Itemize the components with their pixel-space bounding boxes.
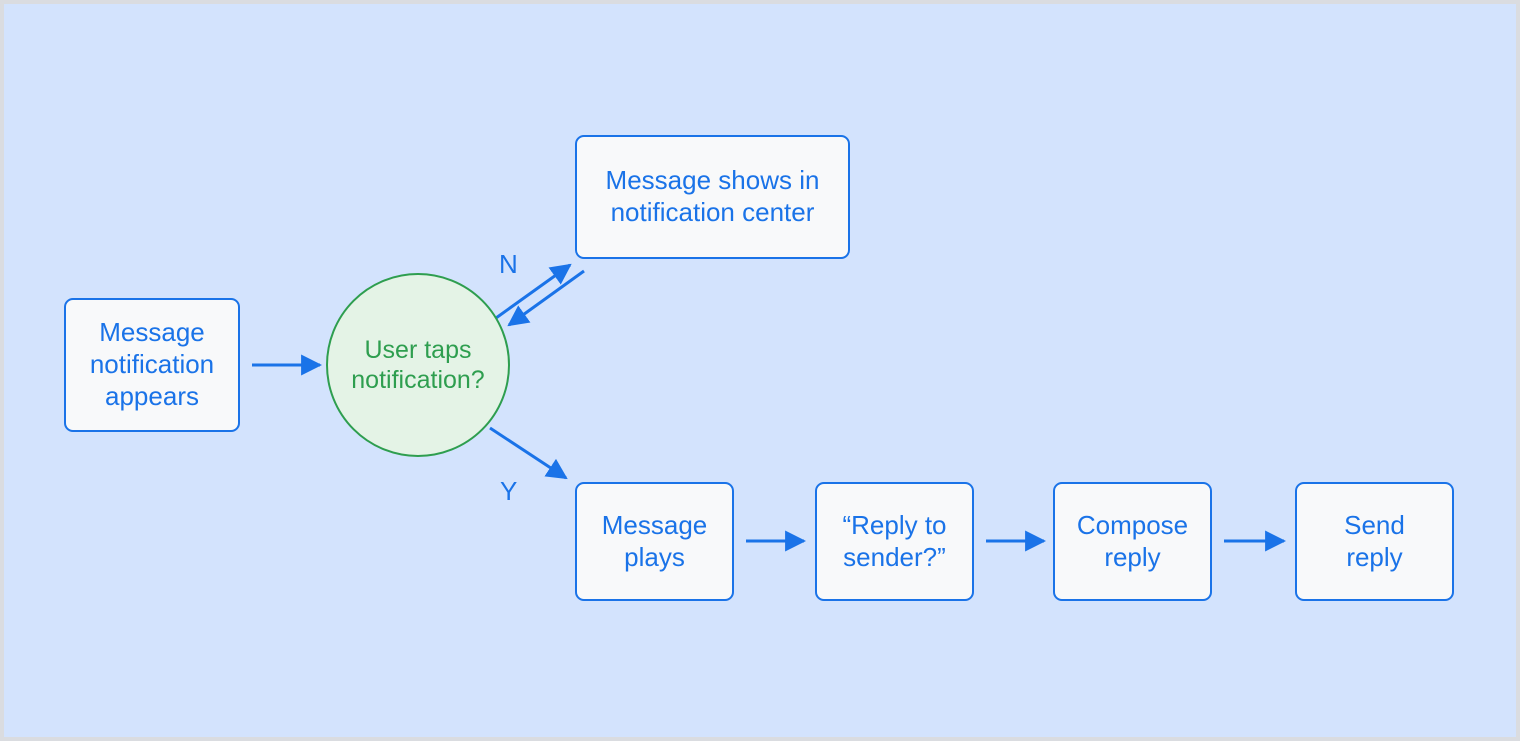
node-decision-user-taps[interactable]: User taps notification? — [326, 273, 510, 457]
edge-decision-to-plays — [489, 426, 568, 480]
node-send-reply[interactable]: Send reply — [1295, 482, 1454, 601]
node-compose-reply[interactable]: Compose reply — [1053, 482, 1212, 601]
edge-label-yes: Y — [500, 476, 518, 506]
node-notification-center[interactable]: Message shows in notification center — [575, 135, 850, 259]
node-compose-reply-label: Compose reply — [1076, 509, 1189, 572]
node-decision-label: User taps notification? — [351, 335, 485, 395]
node-message-plays[interactable]: Message plays — [575, 482, 734, 601]
node-reply-prompt-label: “Reply to sender?” — [842, 509, 947, 572]
node-send-reply-label: Send reply — [1344, 509, 1405, 572]
node-notification-center-label: Message shows in notification center — [605, 165, 820, 227]
edge-label-no: N — [499, 249, 518, 279]
node-message-plays-label: Message plays — [601, 509, 708, 572]
node-start[interactable]: Message notification appears — [64, 298, 240, 432]
node-start-label: Message notification appears — [89, 317, 215, 411]
node-reply-prompt[interactable]: “Reply to sender?” — [815, 482, 974, 601]
edge-notif-center-to-decision — [507, 269, 585, 327]
